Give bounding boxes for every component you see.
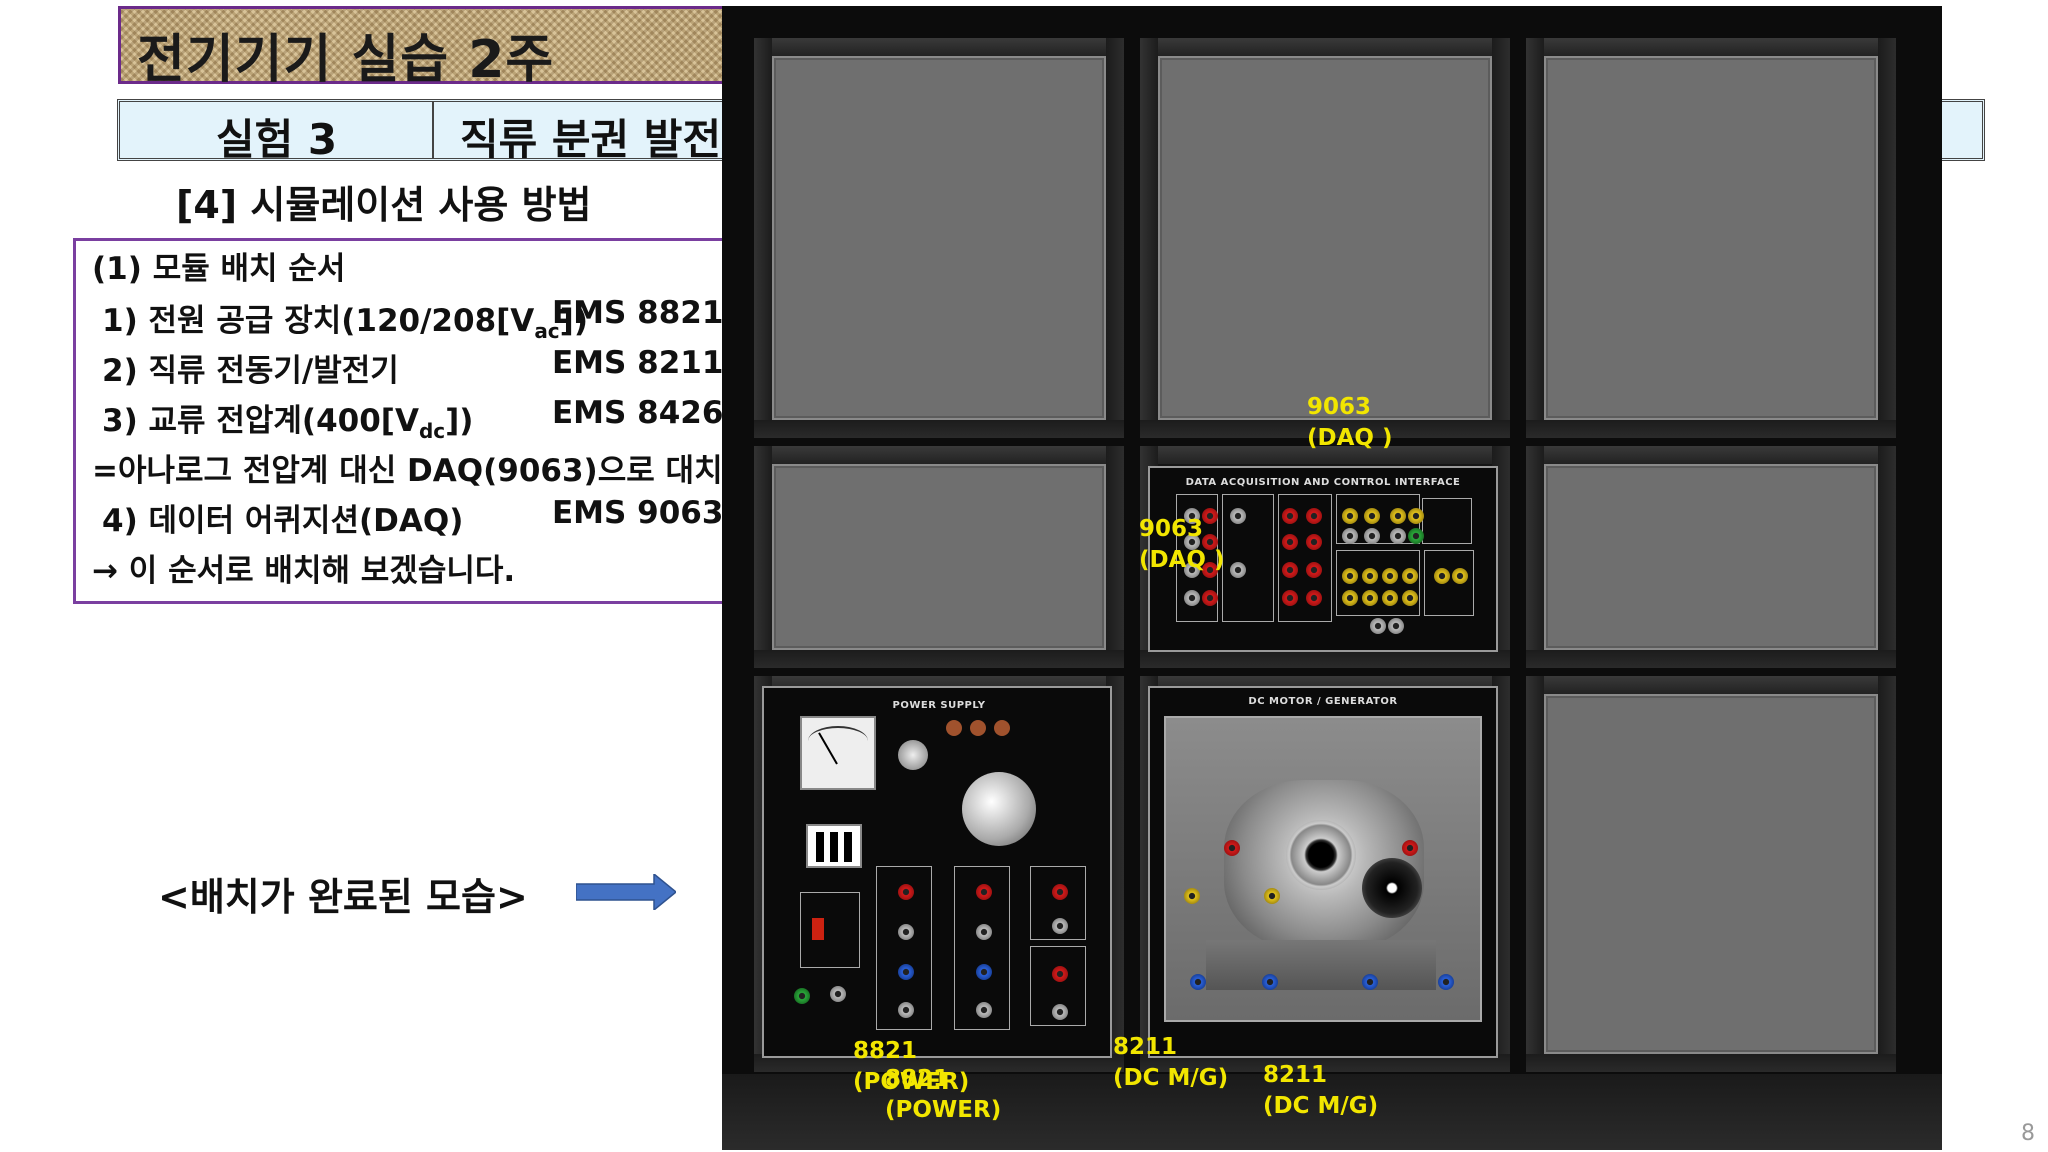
module-code-3: EMS 8426: [552, 395, 724, 431]
rack-bay-r1c3[interactable]: [1526, 38, 1896, 438]
rack-bay-r2c2[interactable]: DATA ACQUISITION AND CONTROL INTERFACE: [1140, 446, 1510, 668]
module-note: =아나로그 전압계 대신 DAQ(9063)으로 대치.: [92, 453, 735, 489]
module-item-4: 4) 데이터 어퀴지션(DAQ): [102, 503, 464, 539]
power-label-b: 8821 (POWER): [885, 1066, 1002, 1123]
page-number: 8: [2021, 1121, 2035, 1146]
experiment-title: 직류 분권 발전: [460, 115, 722, 164]
dc-motor-generator-title: DC MOTOR / GENERATOR: [1248, 696, 1398, 707]
module-order-heading: (1) 모듈 배치 순서: [92, 251, 346, 287]
daq-label-left: 9063 (DAQ ): [1139, 516, 1225, 573]
empty-panel: [1544, 694, 1878, 1054]
arrangement-caption: <배치가 완료된 모습>: [158, 875, 528, 919]
module-code-2: EMS 8211: [552, 345, 724, 381]
module-order-conclusion: → 이 순서로 배치해 보겠습니다.: [92, 553, 516, 589]
empty-panel: [1158, 56, 1492, 420]
rack-bay-r1c1[interactable]: [754, 38, 1124, 438]
experiment-label: 실험 3: [216, 115, 338, 164]
module-item-1: 1) 전원 공급 장치(120/208[Vac]): [102, 303, 589, 344]
empty-panel: [1544, 464, 1878, 650]
empty-panel: [1544, 56, 1878, 420]
header-divider: [432, 102, 434, 158]
section-heading: [4] 시뮬레이션 사용 방법: [176, 183, 592, 227]
equipment-rack: DATA ACQUISITION AND CONTROL INTERFACE: [722, 6, 1942, 1150]
module-order-box: (1) 모듈 배치 순서 1) 전원 공급 장치(120/208[Vac]) E…: [73, 238, 741, 604]
slide-title: 전기기기 실습 2주: [137, 30, 555, 90]
daq-module-title: DATA ACQUISITION AND CONTROL INTERFACE: [1185, 477, 1461, 488]
rack-bay-r3c3[interactable]: [1526, 676, 1896, 1072]
rack-floor: [722, 1074, 1942, 1150]
voltage-control-knob-icon[interactable]: [962, 772, 1036, 846]
rack-bay-r2c1[interactable]: [754, 446, 1124, 668]
empty-panel: [772, 56, 1106, 420]
daq-label-top: 9063 (DAQ ): [1307, 394, 1393, 451]
power-supply-module[interactable]: POWER SUPPLY: [762, 686, 1112, 1058]
dc-motor-generator-module[interactable]: DC MOTOR / GENERATOR: [1148, 686, 1498, 1058]
selector-knob-icon[interactable]: [898, 740, 928, 770]
rack-bay-r3c1[interactable]: POWER SUPPLY: [754, 676, 1124, 1072]
rack-bay-r1c2[interactable]: [1140, 38, 1510, 438]
motor-label-a: 8211 (DC M/G): [1113, 1034, 1229, 1091]
rack-bay-r3c2[interactable]: DC MOTOR / GENERATOR: [1140, 676, 1510, 1072]
motor-label-b: 8211 (DC M/G): [1263, 1062, 1379, 1119]
power-label-a: 8821 (POWER): [853, 1038, 970, 1095]
module-code-4: EMS 9063: [552, 495, 724, 531]
daq-module[interactable]: DATA ACQUISITION AND CONTROL INTERFACE: [1148, 466, 1498, 652]
rack-bay-r2c3[interactable]: [1526, 446, 1896, 668]
module-item-3: 3) 교류 전압계(400[Vdc]): [102, 403, 474, 444]
analog-meter-icon: [800, 716, 876, 790]
slide-title-box: 전기기기 실습 2주: [118, 6, 728, 90]
power-supply-title: POWER SUPPLY: [892, 700, 986, 711]
empty-panel: [772, 464, 1106, 650]
module-item-2: 2) 직류 전동기/발전기: [102, 353, 399, 389]
right-arrow-icon: [576, 874, 676, 910]
power-switch-icon[interactable]: [806, 824, 862, 868]
module-code-1: EMS 8821: [552, 295, 724, 331]
motor-image: [1164, 716, 1482, 1022]
